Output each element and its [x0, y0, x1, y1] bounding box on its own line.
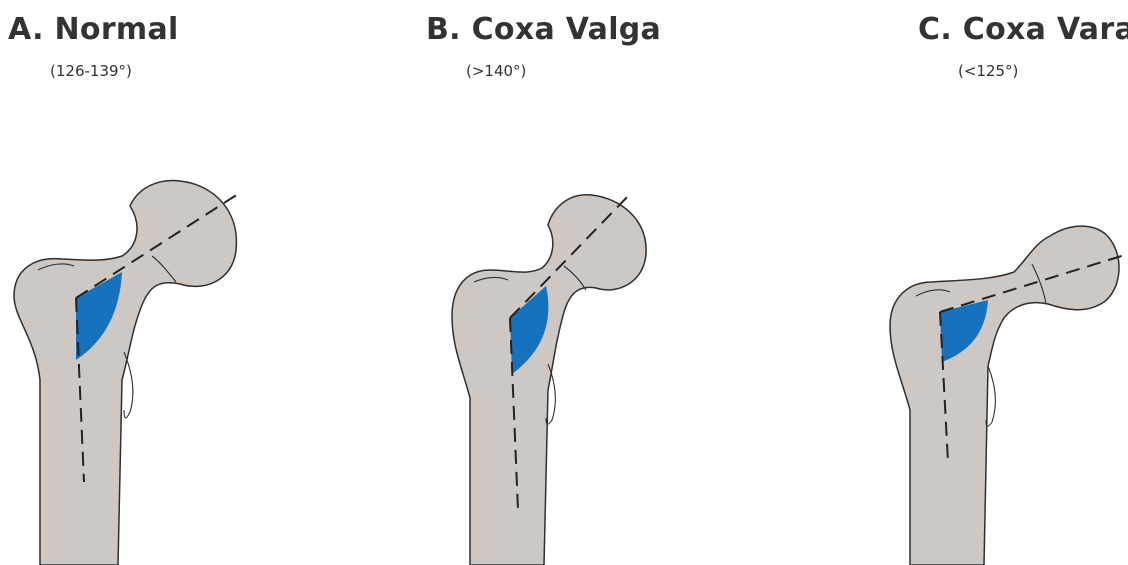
- panel-coxa-vara: C. Coxa Vara (<125°): [752, 0, 1128, 565]
- femur-illustration-normal: [0, 0, 376, 565]
- femur-bone: [890, 226, 1119, 565]
- femur-illustration-coxa-vara: [752, 0, 1128, 565]
- panel-normal: A. Normal (126-139°): [0, 0, 376, 565]
- femur-illustration-coxa-valga: [376, 0, 752, 565]
- femur-bone: [452, 195, 646, 565]
- femur-bone: [14, 180, 236, 565]
- panel-coxa-valga: B. Coxa Valga (>140°): [376, 0, 752, 565]
